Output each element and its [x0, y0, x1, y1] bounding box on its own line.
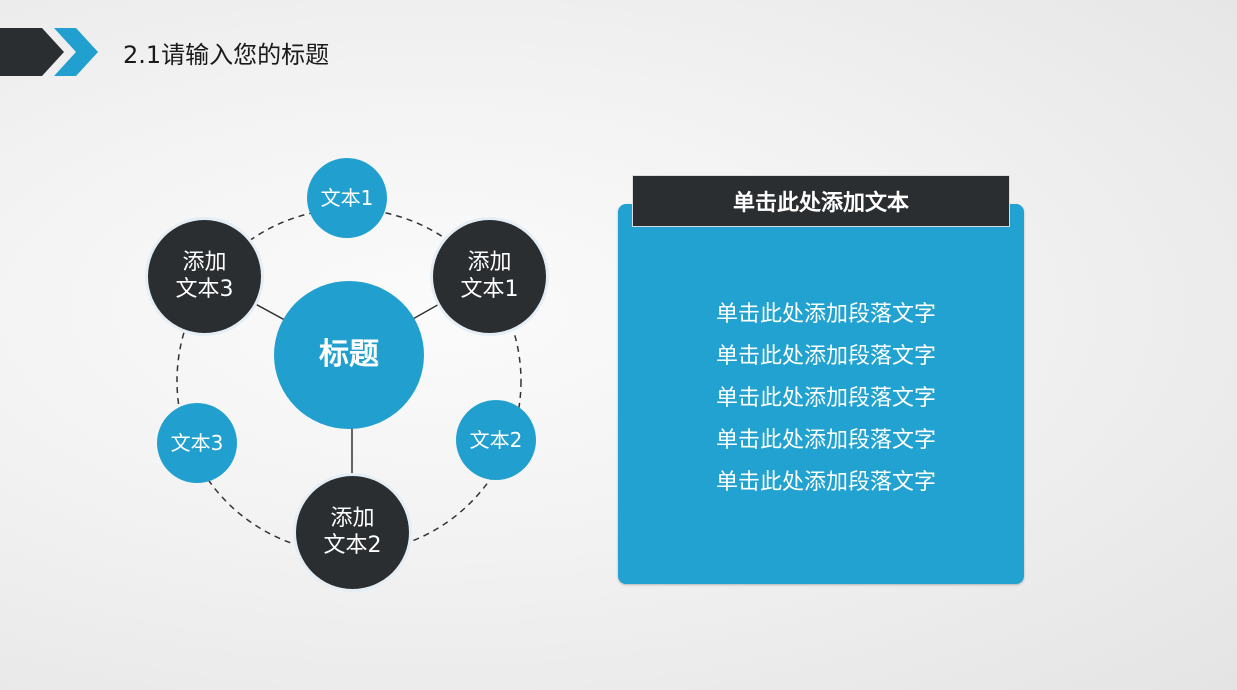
text-panel — [618, 204, 1024, 584]
node-text1[interactable]: 文本1 — [307, 158, 387, 238]
panel-line[interactable]: 单击此处添加段落文字 — [715, 302, 936, 327]
panel-line[interactable]: 单击此处添加段落文字 — [715, 428, 936, 453]
panel-line[interactable]: 单击此处添加段落文字 — [715, 386, 936, 411]
node-add-text2-line2: 文本2 — [323, 532, 382, 558]
node-text3-label: 文本3 — [170, 431, 224, 455]
panel-header-label: 单击此处添加文本 — [732, 191, 909, 216]
panel-line[interactable]: 单击此处添加段落文字 — [715, 344, 936, 369]
node-text3[interactable]: 文本3 — [157, 403, 237, 483]
node-text2-label: 文本2 — [469, 428, 523, 452]
panel-paragraphs: 单击此处添加段落文字 单击此处添加段落文字 单击此处添加段落文字 单击此处添加段… — [618, 294, 1034, 504]
node-add-text3[interactable]: 添加 文本3 — [148, 220, 261, 333]
hub-diagram: 文本1 文本2 文本3 添加 文本1 添加 文本2 添加 文本3 标题 — [148, 158, 546, 589]
slide-title[interactable]: 2.1请输入您的标题 — [123, 41, 330, 69]
node-add-text2[interactable]: 添加 文本2 — [296, 476, 409, 589]
panel-line[interactable]: 单击此处添加段落文字 — [715, 470, 936, 495]
node-add-text1[interactable]: 添加 文本1 — [433, 220, 546, 333]
center-node[interactable]: 标题 — [274, 281, 424, 429]
node-text2[interactable]: 文本2 — [456, 400, 536, 480]
node-add-text2-line1: 添加 — [330, 506, 375, 532]
node-add-text1-line1: 添加 — [467, 250, 512, 276]
panel-header[interactable]: 单击此处添加文本 — [632, 175, 1010, 227]
node-text1-label: 文本1 — [320, 186, 374, 210]
node-add-text1-line2: 文本1 — [460, 276, 519, 302]
center-node-label: 标题 — [319, 337, 379, 372]
double-chevron-right-icon — [0, 28, 98, 76]
node-add-text3-line2: 文本3 — [175, 276, 234, 302]
node-add-text3-line1: 添加 — [182, 250, 227, 276]
